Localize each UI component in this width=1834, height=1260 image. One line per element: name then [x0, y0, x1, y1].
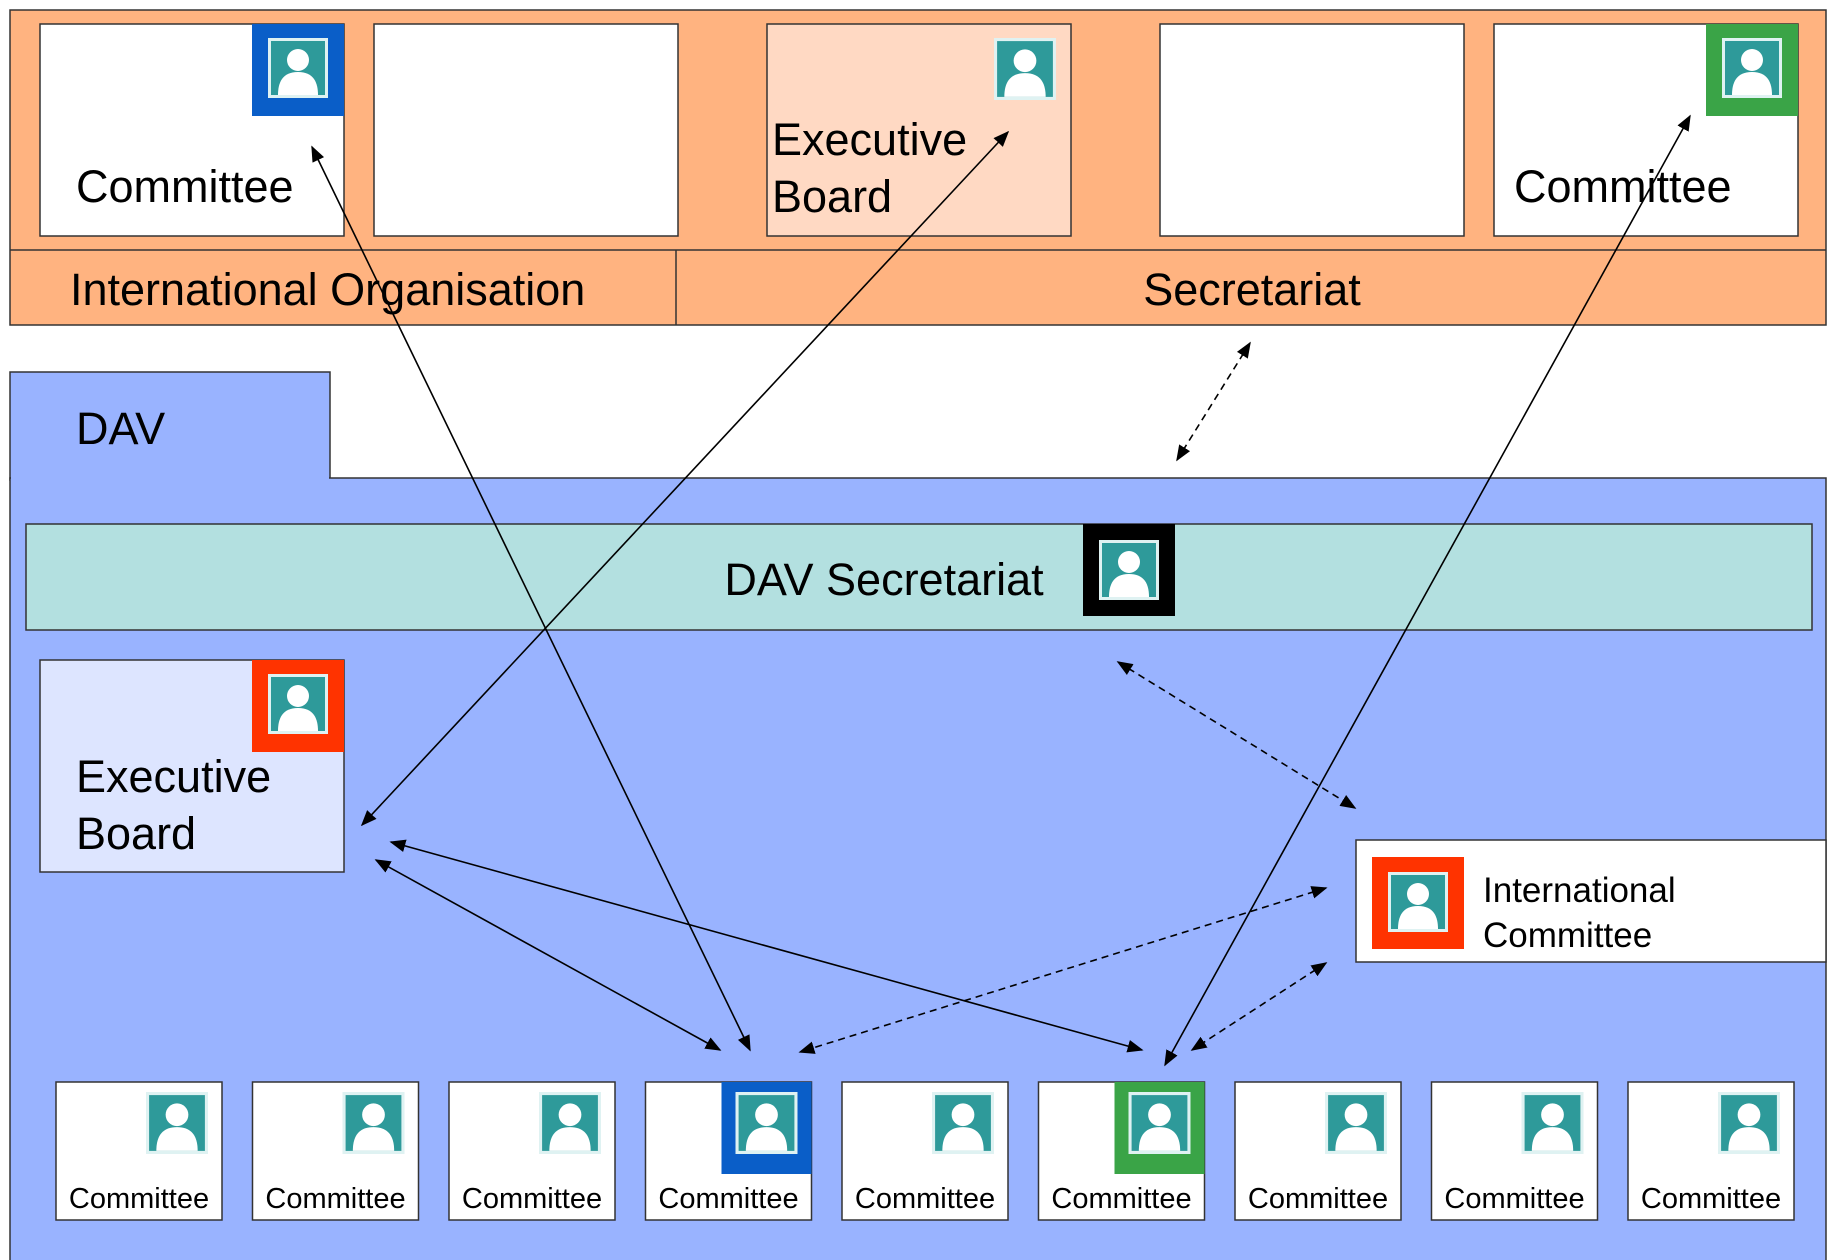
intl-committee-5-label: Committee: [1514, 161, 1732, 212]
person-icon: [932, 1092, 994, 1154]
person-icon: [268, 38, 328, 98]
dav-executive-board-box[interactable]: Executive Board: [39, 659, 345, 873]
committee-label: Committee: [1248, 1183, 1388, 1215]
dav-group: DAV DAV Secretariat Executive Board Inte…: [9, 371, 1827, 1260]
person-icon: [1099, 540, 1159, 600]
arrow-intl-committee-to-committee-4: [798, 886, 1328, 1054]
international-secretariat-label: Secretariat: [1143, 264, 1361, 315]
committee-label: Committee: [1051, 1183, 1191, 1215]
intl-empty-box-4[interactable]: [1159, 23, 1465, 237]
committee-label: Committee: [69, 1183, 209, 1215]
dav-committee-box-9[interactable]: Committee: [1627, 1081, 1795, 1221]
arrow-intl-committee-to-committee-6: [1190, 962, 1328, 1051]
dav-committee-box-3[interactable]: Committee: [448, 1081, 616, 1221]
person-icon: [1718, 1092, 1780, 1154]
dav-committee-box-2[interactable]: Committee: [251, 1081, 420, 1221]
international-organisation-label: International Organisation: [70, 264, 585, 315]
dav-executive-board-label-line1: Executive: [76, 751, 271, 802]
person-icon: [994, 38, 1056, 100]
arrow-intl-exec-board-to-dav-exec-board: [360, 130, 1010, 827]
intl-executive-board-label-line2: Board: [772, 171, 892, 222]
connector-lines: [311, 114, 1691, 1067]
person-icon: [268, 674, 328, 734]
dav-secretariat-bar[interactable]: DAV Secretariat: [25, 523, 1813, 631]
intl-committee-1-label: Committee: [76, 161, 294, 212]
dav-executive-board-label-line2: Board: [76, 808, 196, 859]
intl-committee-box-1[interactable]: Committee: [39, 23, 345, 237]
person-icon: [1521, 1092, 1584, 1154]
dav-international-committee-box[interactable]: International Committee: [1355, 839, 1827, 963]
dav-secretariat-label: DAV Secretariat: [724, 554, 1044, 605]
dav-committee-box-8[interactable]: Committee: [1430, 1081, 1599, 1221]
arrow-secretariats-link: [1176, 341, 1251, 462]
dav-committee-box-5[interactable]: Committee: [841, 1081, 1009, 1221]
committee-label: Committee: [265, 1183, 405, 1215]
intl-empty-box-2[interactable]: [373, 23, 679, 237]
person-icon: [735, 1092, 798, 1154]
intl-executive-board-label-line1: Executive: [772, 114, 967, 165]
dav-committee-row: Committee Committee Committee Committee Comm…: [55, 1081, 1795, 1221]
committee-label: Committee: [658, 1183, 798, 1215]
committee-label: Committee: [1641, 1183, 1781, 1215]
person-icon: [146, 1092, 208, 1154]
international-organisation-group: International Organisation Secretariat C…: [9, 9, 1827, 326]
intl-executive-board-box[interactable]: Executive Board: [766, 23, 1072, 237]
dav-tab[interactable]: [9, 371, 331, 481]
person-icon: [1325, 1092, 1387, 1154]
dav-committee-box-7[interactable]: Committee: [1234, 1081, 1402, 1221]
international-committee-label-line1: International: [1483, 871, 1676, 910]
dav-committee-box-4[interactable]: Committee: [644, 1081, 813, 1221]
committee-label: Committee: [1444, 1183, 1584, 1215]
intl-committee-box-5[interactable]: Committee: [1493, 23, 1799, 237]
committee-label: Committee: [855, 1183, 995, 1215]
arrow-dav-secretariat-to-intl-committee: [1116, 661, 1357, 809]
person-icon: [1128, 1092, 1191, 1154]
person-icon: [1722, 38, 1782, 98]
dav-committee-box-6[interactable]: Committee: [1037, 1081, 1206, 1221]
person-icon: [539, 1092, 601, 1154]
person-icon: [342, 1092, 405, 1154]
international-committee-label-line2: Committee: [1483, 916, 1652, 955]
dav-tab-join: [11, 470, 329, 482]
person-icon: [1388, 872, 1448, 932]
dav-tab-label: DAV: [76, 403, 165, 454]
dav-committee-box-1[interactable]: Committee: [55, 1081, 223, 1221]
committee-label: Committee: [462, 1183, 602, 1215]
